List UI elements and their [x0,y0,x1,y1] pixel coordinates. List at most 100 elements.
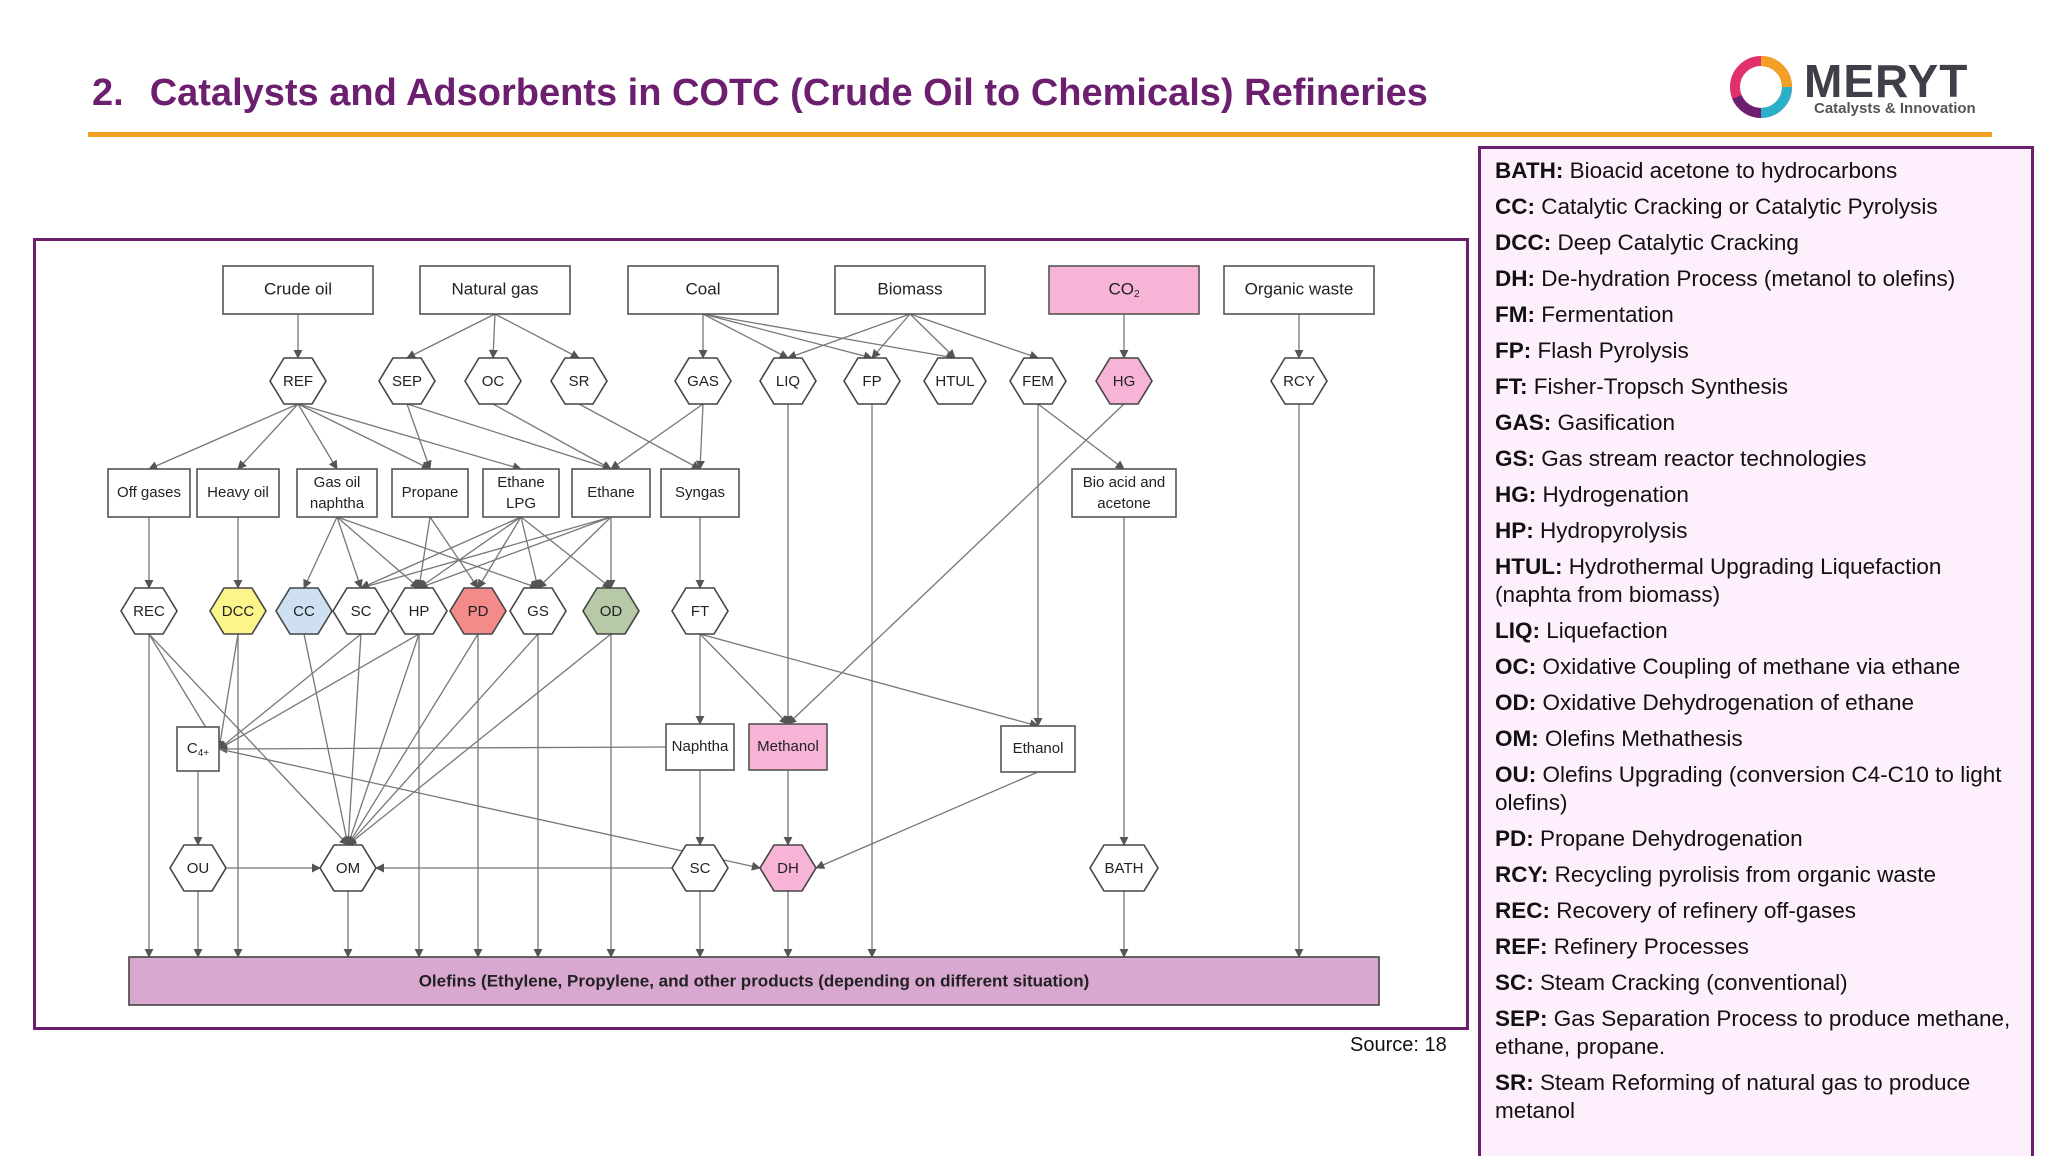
node-label: Gas oil [314,474,361,491]
logo-wordmark: MERYT [1804,55,1969,107]
legend-item: CC: Catalytic Cracking or Catalytic Pyro… [1495,193,2017,221]
legend-abbr: GAS: [1495,410,1552,435]
legend-desc: Bioacid acetone to hydrocarbons [1563,158,1898,183]
legend-item: SC: Steam Cracking (conventional) [1495,969,2017,997]
hex-SEP: SEP [378,357,436,405]
hex-label: OC [482,373,505,390]
legend-item: RCY: Recycling pyrolisis from organic wa… [1495,861,2017,889]
legend-desc: Catalytic Cracking or Catalytic Pyrolysi… [1535,194,1938,219]
hex-RCY: RCY [1270,357,1328,405]
legend-desc: De-hydration Process (metanol to olefins… [1535,266,1956,291]
legend-item: HG: Hydrogenation [1495,481,2017,509]
hex-label: LIQ [776,373,800,390]
flow-arrow [406,313,496,359]
hex-label: FEM [1022,373,1054,390]
legend-abbr: HG: [1495,482,1537,507]
hex-REC: REC [120,587,178,635]
flow-arrow [787,313,911,360]
legend-item: PD: Propane Dehydrogenation [1495,825,2017,853]
legend-item: REF: Refinery Processes [1495,933,2017,961]
legend-item: GS: Gas stream reactor technologies [1495,445,2017,473]
logo-tagline: Catalysts & Innovation [1814,100,1976,117]
legend-item: OM: Olefins Methathesis [1495,725,2017,753]
flow-arrow [418,516,522,589]
hex-PD: PD [449,587,507,635]
node-label: Methanol [757,738,819,755]
legend-abbr: CC: [1495,194,1535,219]
hex-FT: FT [671,587,729,635]
legend-abbr: DH: [1495,266,1535,291]
node-label: CO2 [1108,279,1140,299]
legend-desc: Liquefaction [1540,618,1668,643]
node-label: Ethane [497,474,545,491]
flow-arrow [492,403,612,470]
title-underline [88,132,1992,137]
feedstock-natgas: Natural gas [419,265,571,315]
hex-SC2: SC [671,844,729,892]
node-label-subscript: 2 [1134,289,1140,300]
legend-abbr: HTUL: [1495,554,1563,579]
node-label: Natural gas [452,279,539,298]
hex-label: SR [569,373,590,390]
hex-OD: OD [582,587,640,635]
legend-item: OD: Oxidative Dehydrogenation of ethane [1495,689,2017,717]
flow-arrow [215,633,239,750]
legend-abbr: OU: [1495,762,1537,787]
legend-desc: Fisher-Tropsch Synthesis [1527,374,1788,399]
hex-label: HP [409,603,430,620]
legend-item: SEP: Gas Separation Process to produce m… [1495,1005,2017,1061]
legend-item: OC: Oxidative Coupling of methane via et… [1495,653,2017,681]
legend-desc: Deep Catalytic Cracking [1551,230,1799,255]
hex-label: OD [600,603,623,620]
flow-arrow [494,313,580,359]
feedstock-coal: Coal [627,265,779,315]
source-note: Source: 18 [1350,1034,1447,1056]
flow-arrow [297,403,338,470]
hex-label: DCC [222,603,255,620]
hex-FEM: FEM [1009,357,1067,405]
legend-abbr: FP: [1495,338,1532,363]
flow-arrow [360,516,522,589]
hex-label: SEP [392,373,422,390]
feedstock-co2: CO2 [1048,265,1200,315]
legend-abbr: HP: [1495,518,1534,543]
logo-ring-icon [1730,56,1792,118]
flow-arrow [336,516,539,590]
legend-desc: Olefins Upgrading (conversion C4-C10 to … [1495,762,2002,815]
flow-arrow [418,516,612,590]
legend-item: OU: Olefins Upgrading (conversion C4-C10… [1495,761,2017,817]
node-label-subscript: 4+ [198,748,210,759]
legend-abbr: PD: [1495,826,1534,851]
legend-item: HP: Hydropyrolysis [1495,517,2017,545]
legend-desc: Gas Separation Process to produce methan… [1495,1006,2011,1059]
flow-arrow [1037,403,1125,470]
hex-DH: DH [759,844,817,892]
intermediate-naphtha: Naphtha [665,723,735,771]
hex-label: RCY [1283,373,1315,390]
flow-arrow [148,633,349,846]
flow-arrow [336,516,420,589]
feedstock-biomass: Biomass [834,265,986,315]
flow-arrow [537,516,612,589]
flow-arrow [815,771,1039,869]
legend-desc: Oxidative Coupling of methane via ethane [1536,654,1961,679]
flow-arrow [148,403,299,470]
legend-desc: Steam Cracking (conventional) [1533,970,1848,995]
legend-abbr: FT: [1495,374,1528,399]
legend-abbr: SC: [1495,970,1534,995]
hex-label: OM [336,860,360,877]
flow-arrow [871,313,911,359]
intermediate-heavyoil: Heavy oil [196,468,280,518]
hex-GS: GS [509,587,567,635]
flow-arrow [520,516,612,589]
legend-abbr: DCC: [1495,230,1552,255]
flow-arrow [218,748,761,871]
legend-desc: Gasification [1551,410,1676,435]
feedstock-crude: Crude oil [222,265,374,315]
legend-desc: Recovery of refinery off-gases [1550,898,1856,923]
hex-GAS: GAS [674,357,732,405]
legend-desc: Fermentation [1534,302,1674,327]
hex-label: REF [283,373,313,390]
